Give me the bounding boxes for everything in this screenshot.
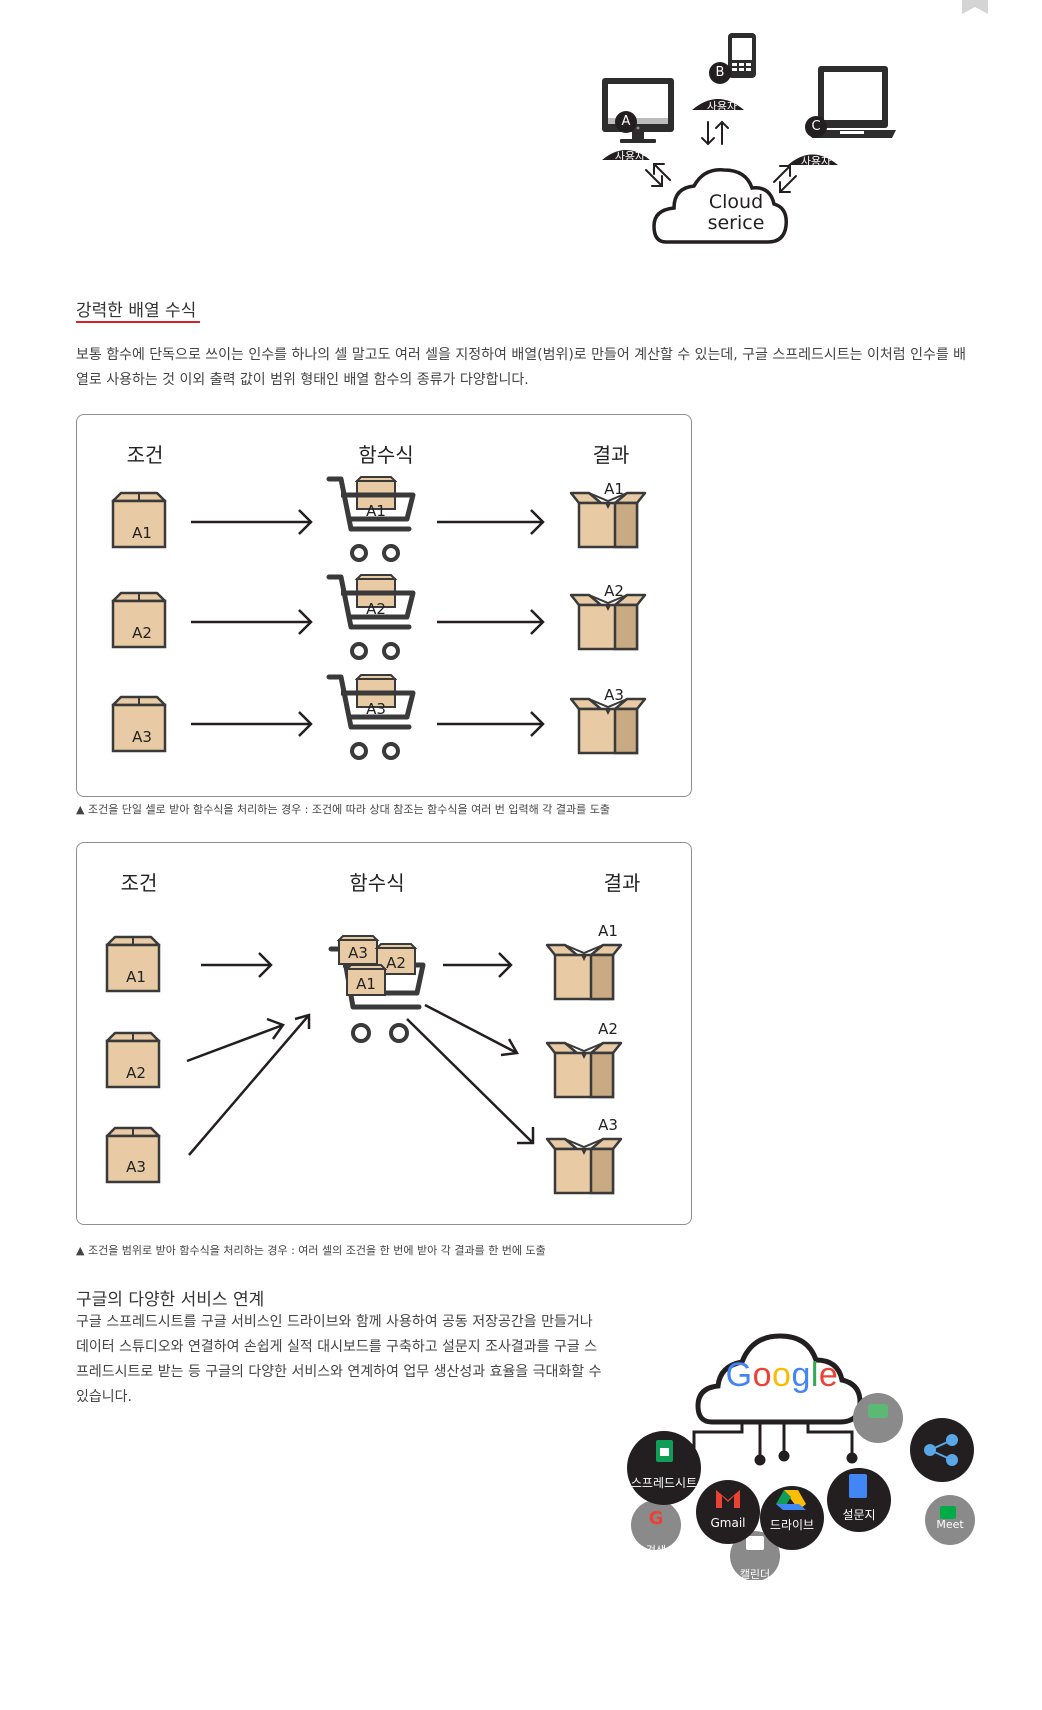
calendar-label: 캘린더 <box>739 1568 771 1581</box>
header-result: 결과 <box>603 871 641 895</box>
section-title-google-services: 구글의 다양한 서비스 연계 <box>76 1290 265 1310</box>
output-label: A2 <box>598 1020 618 1038</box>
connectors <box>688 1422 858 1468</box>
forms-label: 설문지 <box>842 1508 876 1522</box>
user-a-label: 사용자 <box>614 150 646 163</box>
diverging-arrows <box>406 952 535 1145</box>
header-formula: 함수식 <box>349 871 405 895</box>
cloud-label-line2: serice <box>707 212 765 234</box>
header-condition: 조건 <box>120 871 158 895</box>
arrow-icon <box>435 508 545 536</box>
gmail-icon[interactable] <box>696 1480 760 1544</box>
arrow-icon <box>189 608 313 636</box>
google-wordmark: Google <box>725 1356 839 1394</box>
google-cloud-shape <box>695 1333 863 1425</box>
calendar-icon[interactable] <box>730 1531 780 1580</box>
arrow-icon <box>189 508 313 536</box>
cloud-label-line1: Cloud <box>708 191 764 213</box>
section-title-array-formula: 강력한 배열 수식 <box>76 301 197 321</box>
diagram-range: 조건 함수식 결과 <box>76 842 692 1225</box>
user-c-label: 사용자 <box>800 155 832 168</box>
output-label: A3 <box>604 686 624 704</box>
svg-text:G: G <box>649 1508 664 1529</box>
header-result: 결과 <box>592 443 630 467</box>
header-formula: 함수식 <box>358 443 414 467</box>
cart-label: A2 <box>366 600 386 618</box>
cart-label: A1 <box>366 502 386 520</box>
input-label: A2 <box>132 624 152 642</box>
arrow-icon <box>435 608 545 636</box>
diagram2-caption: ▲ 조건을 범위로 받아 함수식을 처리하는 경우 : 여러 셀의 조건을 한 … <box>76 1244 546 1257</box>
output-label: A1 <box>598 922 618 940</box>
user-b-label: 사용자 <box>706 100 738 113</box>
drive-icon[interactable] <box>760 1486 824 1550</box>
drive-label: 드라이브 <box>769 1518 815 1532</box>
arrow-icon <box>435 710 545 738</box>
result-box-icon <box>569 593 647 651</box>
laptop-icon <box>808 66 896 138</box>
output-label: A3 <box>598 1116 618 1134</box>
diagram-single-cell: 조건 함수식 결과 <box>76 414 692 797</box>
meet-icon[interactable] <box>925 1495 975 1545</box>
google-services-figure: G <box>627 1333 975 1580</box>
cart-label: A1 <box>356 975 376 993</box>
chat-label: 채팅 <box>867 1442 889 1455</box>
cart-label: A3 <box>348 944 368 962</box>
sheets-icon[interactable] <box>627 1431 701 1505</box>
diagram1-caption: ▲ 조건을 단일 셀로 받아 함수식을 처리하는 경우 : 조건에 따라 상대 … <box>76 803 610 816</box>
user-c-badge <box>788 116 838 165</box>
result-box-icon <box>545 943 623 1001</box>
result-box-icon <box>545 1137 623 1195</box>
monitor-icon <box>602 78 674 143</box>
diagram1-graphics <box>111 476 647 796</box>
diagram2-graphics <box>105 935 623 1195</box>
input-label: A3 <box>132 728 152 746</box>
meet-label: Meet <box>936 1518 964 1531</box>
input-label: A3 <box>126 1158 146 1176</box>
share-nodes <box>924 1434 958 1466</box>
search-icon[interactable] <box>631 1500 681 1550</box>
sheets-label: 스프레드시트 <box>630 1476 698 1490</box>
arrow-icon <box>189 710 313 738</box>
result-box-icon <box>545 1041 623 1099</box>
user-a-letter: A <box>621 114 631 129</box>
phone-icon <box>728 33 756 78</box>
user-c-letter: C <box>811 119 821 134</box>
result-box-icon <box>569 697 647 755</box>
sync-arrows <box>645 120 797 193</box>
user-b-letter: B <box>715 65 725 80</box>
converging-arrows <box>186 952 311 1156</box>
input-label: A1 <box>132 524 152 542</box>
cloud-label: Cloud serice <box>690 192 782 234</box>
bookmark-icon[interactable] <box>962 0 988 14</box>
result-box-icon <box>569 491 647 549</box>
output-label: A1 <box>604 480 624 498</box>
cart-label: A2 <box>386 954 406 972</box>
cloud-shape <box>652 168 788 244</box>
input-label: A1 <box>126 968 146 986</box>
cart-box-icon <box>344 964 388 996</box>
gmail-label: Gmail <box>710 1516 746 1530</box>
output-label: A2 <box>604 582 624 600</box>
user-b-badge <box>692 62 744 110</box>
section2-paragraph: 구글 스프레드시트를 구글 서비스인 드라이브와 함께 사용하여 공동 저장공간… <box>76 1314 602 1405</box>
share-icon[interactable] <box>910 1418 974 1482</box>
cloud-service-figure <box>602 33 896 244</box>
input-label: A2 <box>126 1064 146 1082</box>
search-label: 검색 <box>645 1544 667 1557</box>
forms-icon[interactable] <box>827 1468 891 1532</box>
section1-paragraph: 보통 함수에 단독으로 쓰이는 인수를 하나의 셀 말고도 여러 셀을 지정하여… <box>76 347 967 388</box>
user-a-badge <box>602 111 650 160</box>
header-condition: 조건 <box>126 443 164 467</box>
cart-label: A3 <box>366 700 386 718</box>
title-underline <box>76 321 200 323</box>
